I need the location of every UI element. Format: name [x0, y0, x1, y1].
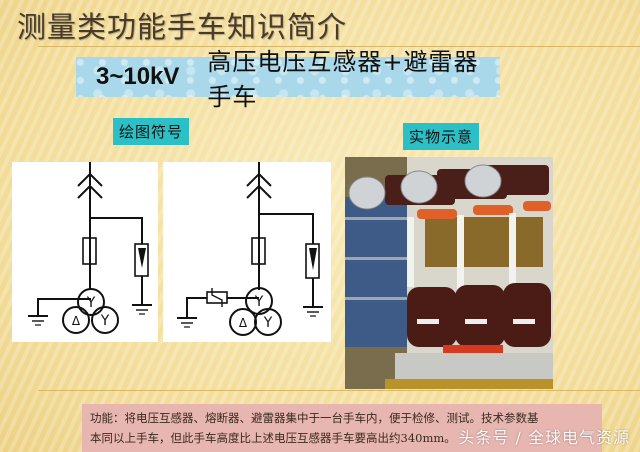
slide-title: 测量类功能手车知识简介 [17, 10, 348, 44]
svg-text:Y: Y [254, 294, 264, 310]
symbol-label: 绘图符号 [113, 118, 190, 145]
equipment-photo [345, 157, 553, 389]
photo-label: 实物示意 [403, 123, 480, 150]
symbol-diagram-2: Y Y Δ [163, 162, 331, 342]
symbol-diagram-1: Y Y Δ [12, 162, 158, 342]
transformer-symbol-icon: Y Y Δ [28, 162, 152, 334]
banner-text: 高压电压互感器+避雷器手车 [207, 48, 479, 111]
svg-text:Δ: Δ [72, 314, 81, 328]
description-box: 功能：将电压互感器、熔断器、避雷器集中于一台手车内，便于检修、测试。技术参数基 … [82, 404, 602, 452]
svg-text:Δ: Δ [239, 316, 248, 330]
watermark: 头条号 / 全球电气资源 [458, 428, 630, 447]
divider-line-bottom [38, 390, 640, 391]
description-line-1: 功能：将电压互感器、熔断器、避雷器集中于一台手车内，便于检修、测试。技术参数基 [90, 411, 539, 425]
svg-text:Y: Y [86, 295, 96, 311]
transformer-symbol-with-damper-icon: Y Y Δ [177, 162, 323, 336]
svg-text:Y: Y [263, 315, 273, 331]
description-line-2: 本同以上手车，但此手车高度比上述电压互感器手车要高出约340mm。 [90, 431, 456, 445]
banner: 3~10kV 高压电压互感器+避雷器手车 [76, 48, 500, 111]
svg-text:Y: Y [100, 313, 110, 329]
pt-cart-photo-icon [345, 157, 553, 389]
divider-line [38, 46, 640, 47]
banner-voltage: 3~10kV [96, 63, 180, 90]
